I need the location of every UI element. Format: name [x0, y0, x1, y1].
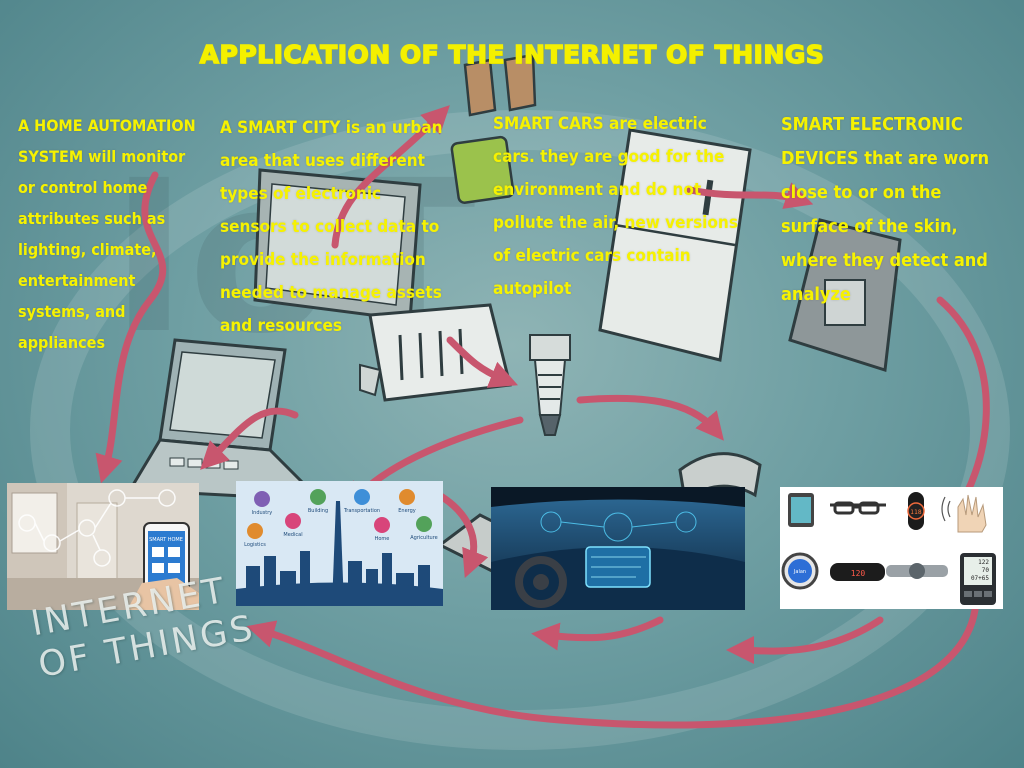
city-icon-label: Building	[308, 508, 328, 514]
city-icon-label: Agriculture	[410, 535, 438, 541]
smart-city-text: A SMART CITY is an urban area that uses …	[220, 118, 443, 336]
wearable-devices-image: 118 Jalan 120 122 70 07+65	[780, 487, 1003, 609]
fridge-sketch	[598, 128, 752, 362]
smart-cars-text: SMART CARS are electric cars. they are g…	[493, 114, 738, 299]
monitor-value: 122	[978, 559, 989, 566]
top-gadget-sketch	[463, 53, 537, 117]
coffee-machine-sketch	[788, 218, 902, 372]
connection-arrows	[95, 105, 990, 729]
city-icon-label: Home	[375, 536, 390, 542]
smart-car-image	[491, 487, 745, 610]
smart-city-image: Industry Building Transportation Energy …	[236, 481, 443, 606]
city-icon-label: Industry	[252, 510, 273, 516]
home-automation-text: A HOME AUTOMATION SYSTEM will monitor or…	[18, 116, 196, 352]
smart-home-image: SMART HOME	[7, 483, 199, 610]
smart-devices-text: SMART ELECTRONIC DEVICES that are worn c…	[781, 114, 990, 305]
city-icon-label: Logistics	[244, 542, 266, 548]
bulb-sketch	[529, 334, 571, 436]
smart-home-label: SMART HOME	[149, 537, 183, 543]
watch-label: Jalan	[793, 569, 806, 575]
city-icon-label: Medical	[283, 532, 302, 538]
city-icon-label: Transportation	[343, 508, 380, 514]
hr-reading: 118	[910, 509, 922, 516]
band-reading: 120	[851, 569, 866, 578]
city-icon-label: Energy	[398, 508, 416, 514]
thermostat-sketch	[450, 135, 515, 204]
monitor-value: 70	[982, 567, 990, 574]
monitor-value: 07+65	[971, 575, 989, 582]
page-title: APPLICATION OF THE INTERNET OF THINGS	[199, 39, 825, 69]
